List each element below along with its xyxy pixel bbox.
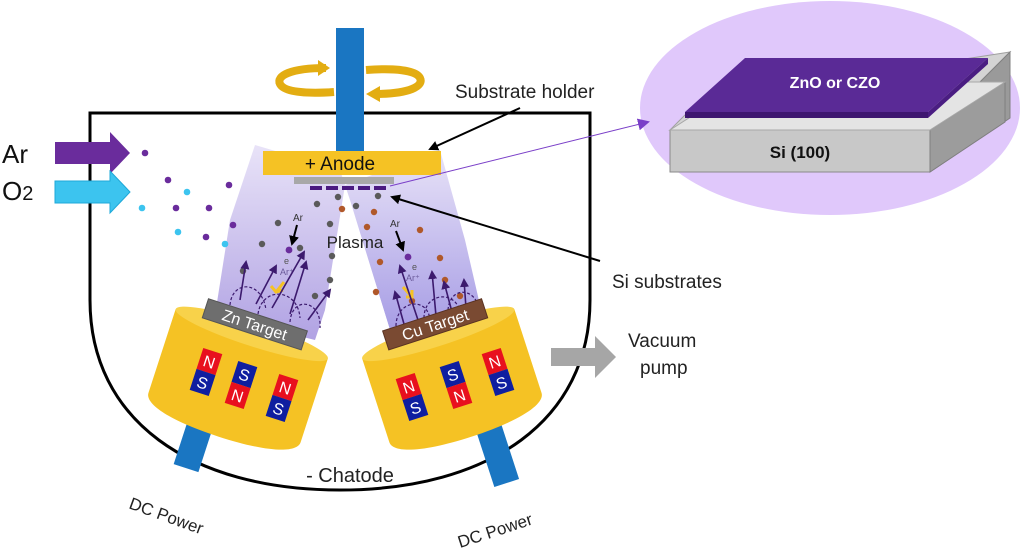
vacuum-chamber bbox=[88, 111, 592, 492]
magnet-pole: S bbox=[494, 374, 509, 393]
ion-annotations-right: Ar e Ar⁺ bbox=[390, 219, 420, 299]
substrate-holder-plate bbox=[294, 177, 394, 184]
rotation-arrows-icon bbox=[275, 60, 425, 102]
left-magnets: N S S N N S bbox=[189, 347, 299, 423]
oxygen-symbol: O bbox=[2, 176, 22, 206]
vacuum-pump-arrow-icon bbox=[551, 336, 616, 378]
sputtered-particles bbox=[239, 192, 464, 305]
ion-impact-arrow-left bbox=[269, 281, 286, 294]
cathode-label: - Chatode bbox=[306, 465, 394, 487]
dc-power-left-label: DC Power bbox=[127, 494, 207, 538]
film-front bbox=[685, 112, 928, 118]
magnet: S N bbox=[224, 360, 258, 410]
plasma-label: Plasma bbox=[327, 233, 384, 252]
magnet-pole: S bbox=[236, 366, 251, 385]
inset-pointer bbox=[389, 118, 650, 187]
ar-label-right: Ar bbox=[390, 219, 401, 230]
oxygen-gas-label: O2 bbox=[2, 176, 33, 206]
magnet: N S bbox=[481, 347, 515, 397]
anode-label: + Anode bbox=[305, 154, 375, 175]
anode-plate bbox=[263, 151, 441, 175]
gas-molecules bbox=[138, 149, 237, 248]
substrate-label: Si (100) bbox=[770, 143, 830, 162]
oxygen-subscript: 2 bbox=[22, 183, 33, 205]
magnet-pole: N bbox=[201, 353, 217, 373]
magnet: N S bbox=[265, 373, 299, 423]
argon-gas-label: Ar bbox=[2, 139, 28, 169]
emission-arrows-left bbox=[239, 250, 332, 321]
magnet: N S bbox=[189, 347, 223, 397]
si-substrates bbox=[310, 186, 386, 190]
film-side bbox=[928, 58, 988, 118]
ar-ion-label-right: Ar⁺ bbox=[406, 273, 420, 283]
electron-label-right: e bbox=[412, 262, 417, 272]
emission-arrows-right bbox=[392, 264, 469, 325]
magnet-pole: N bbox=[487, 353, 503, 373]
magnet-pole: N bbox=[401, 378, 417, 398]
argon-inlet-arrow-icon bbox=[55, 132, 130, 174]
cu-target bbox=[381, 298, 489, 351]
substrate-holder-pointer bbox=[428, 107, 521, 151]
film-structure-inset: ZnO or CZO Si (100) bbox=[640, 1, 1020, 215]
plasma-gap bbox=[325, 245, 390, 330]
substrate-holder-label: Substrate holder bbox=[455, 82, 595, 103]
zn-target bbox=[201, 298, 309, 351]
magnet-pole: S bbox=[408, 399, 423, 418]
film-top bbox=[685, 58, 988, 112]
argon-atom bbox=[285, 246, 293, 254]
vacuum-pump-label-line1: Vacuum bbox=[628, 331, 696, 352]
magnet-pole: N bbox=[452, 387, 468, 407]
oxygen-inlet-arrow-icon bbox=[54, 169, 131, 215]
magnet: S N bbox=[439, 360, 473, 410]
magnet-pole: N bbox=[277, 379, 293, 399]
si-substrates-pointer bbox=[390, 194, 601, 262]
magnet-pole: S bbox=[194, 374, 209, 393]
ion-annotations-left: Ar e Ar⁺ bbox=[269, 213, 304, 294]
magnet: N S bbox=[395, 372, 429, 422]
ar-label-left: Ar bbox=[293, 213, 304, 224]
argon-atom bbox=[404, 253, 412, 261]
magnet-pole: S bbox=[445, 366, 460, 385]
si-substrates-label: Si substrates bbox=[612, 272, 722, 293]
right-magnets: N S S N N S bbox=[395, 347, 515, 422]
electron-label-left: e bbox=[284, 256, 289, 266]
dc-power-right-label: DC Power bbox=[455, 510, 535, 552]
vacuum-pump-label-line2: pump bbox=[640, 358, 688, 379]
si-front bbox=[669, 129, 931, 173]
ar-ion-label-left: Ar⁺ bbox=[280, 267, 294, 277]
magnet-pole: N bbox=[229, 387, 245, 407]
plasma-left bbox=[215, 145, 345, 340]
magnet-pole: S bbox=[270, 400, 285, 419]
film-label: ZnO or CZO bbox=[790, 75, 881, 92]
